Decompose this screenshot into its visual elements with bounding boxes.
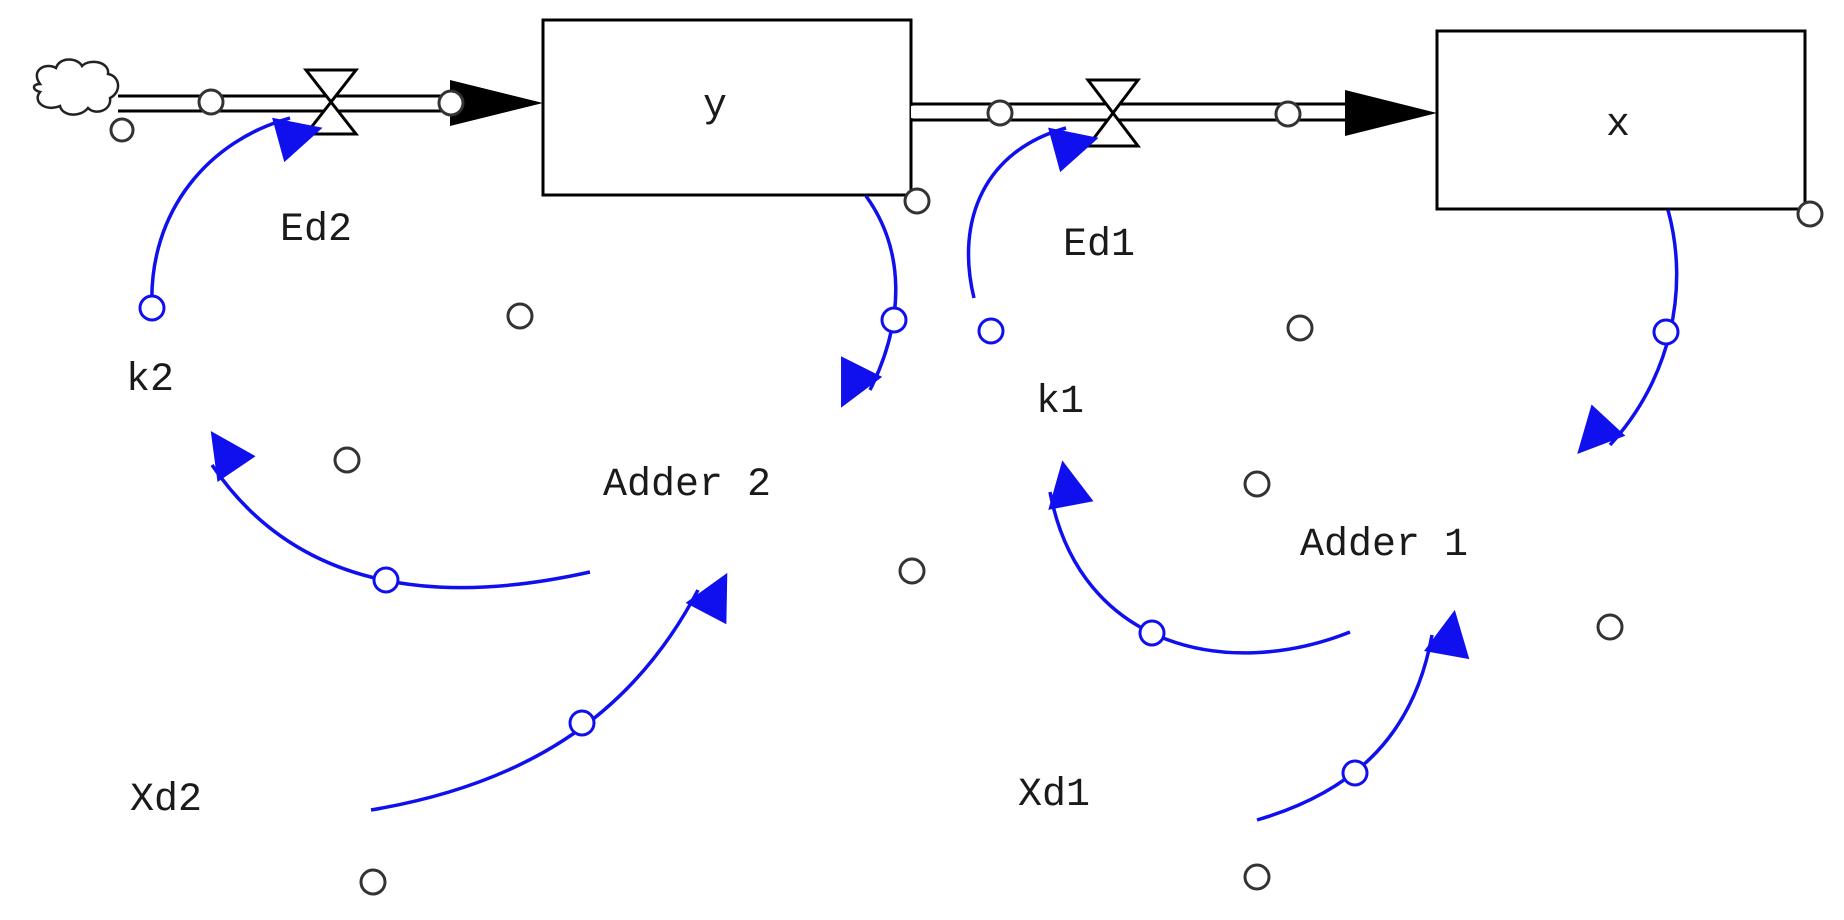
link-y-to-adder2[interactable] [841,194,908,408]
link-adder2-to-k2[interactable] [210,431,591,594]
stock-x[interactable]: x [1435,29,1824,228]
adder-1-handle[interactable] [1596,613,1624,641]
flow-ed2[interactable] [32,58,543,143]
adder-2-handle[interactable] [898,557,926,585]
link-k2-to-ed2[interactable] [138,116,323,322]
valve-handle-right[interactable] [437,89,465,117]
link-xd1-to-adder1[interactable] [1256,609,1470,822]
link-x-to-adder1[interactable] [1577,209,1680,454]
link-adder1-to-k1[interactable] [1048,460,1351,655]
stock-x-label: x [1606,103,1630,148]
xd1-handle[interactable] [1243,863,1271,891]
var-k1[interactable]: k1 [1036,380,1084,425]
stock-x-handle[interactable] [1796,200,1824,228]
ed2-label-handle[interactable] [506,302,534,330]
cloud-source-icon [32,58,120,116]
k2-handle[interactable] [333,446,361,474]
flow-arrowhead [450,80,543,126]
link-k1-to-ed1[interactable] [966,126,1099,345]
stock-y-label: y [703,84,727,129]
xd2-handle[interactable] [359,868,387,896]
flow-arrowhead [1345,90,1437,136]
var-xd1[interactable]: Xd1 [1018,773,1090,818]
info-links [138,116,1680,822]
flow-ed2-label: Ed2 [280,208,352,253]
var-k2[interactable]: k2 [126,358,174,403]
var-adder-2[interactable]: Adder 2 [603,463,771,508]
valve-handle-left[interactable] [986,99,1014,127]
k1-handle[interactable] [1243,470,1271,498]
valve-handle-left[interactable] [197,88,225,116]
ed1-label-handle[interactable] [1286,314,1314,342]
valve-handle-right[interactable] [1274,100,1302,128]
var-adder-1[interactable]: Adder 1 [1300,523,1468,568]
cloud-handle[interactable] [109,117,135,143]
flow-ed1[interactable] [911,78,1437,148]
flow-ed1-label: Ed1 [1063,223,1135,268]
link-xd2-to-adder2[interactable] [370,572,728,812]
stock-y[interactable]: y [541,18,931,215]
var-xd2[interactable]: Xd2 [130,778,202,823]
stock-y-handle[interactable] [903,187,931,215]
